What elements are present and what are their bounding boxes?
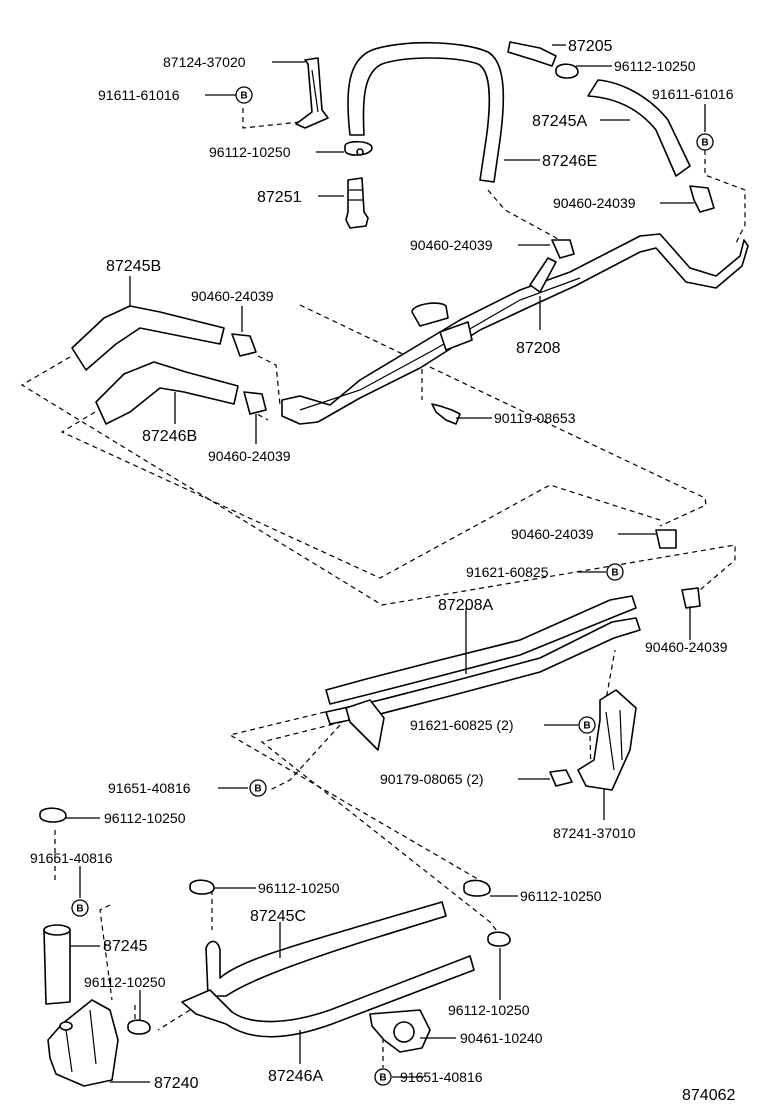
label-96112-10250: 96112-10250 (84, 974, 166, 990)
hose-87246E (347, 41, 505, 183)
diagram-reference-number: 874062 (682, 1087, 735, 1104)
badge-letter: B (240, 91, 247, 102)
badge-b: B (606, 563, 624, 581)
label-87205: 87205 (568, 38, 613, 55)
label-91621-60825-2: 91621-60825 (2) (410, 717, 514, 733)
hose-87245C (205, 901, 447, 997)
hose-87245 (43, 924, 71, 1005)
clamp-96112-g (487, 931, 511, 947)
label-96112-10250: 96112-10250 (258, 880, 340, 896)
clip-90460-d (243, 391, 267, 415)
pipe-87208A (325, 595, 637, 705)
label-87245B: 87245B (106, 258, 161, 275)
label-87251: 87251 (257, 189, 302, 206)
bracket-87240 (47, 999, 119, 1087)
label-91611-61016: 91611-61016 (652, 86, 734, 102)
label-87245A: 87245A (532, 113, 587, 130)
clamp-96112-e (463, 879, 491, 897)
clip-90460-a (689, 185, 715, 213)
label-96112-10250: 96112-10250 (104, 810, 186, 826)
label-90460-24039: 90460-24039 (410, 237, 493, 253)
badge-b: B (578, 716, 596, 734)
label-91651-40816: 91651-40816 (30, 850, 113, 866)
label-87241-37010: 87241-37010 (553, 825, 636, 841)
clip-90460-e (655, 529, 677, 549)
clamp-96112-c (39, 807, 67, 823)
clamp-96112-f (127, 1019, 151, 1035)
label-87246E: 87246E (542, 153, 597, 170)
clip-90460-c (231, 333, 257, 357)
label-91621-60825: 91621-60825 (466, 564, 549, 580)
label-90119-08653: 90119-08653 (494, 410, 576, 426)
label-87245: 87245 (103, 938, 148, 955)
label-87240: 87240 (154, 1075, 199, 1092)
bracket-87124 (295, 57, 329, 129)
label-90460-24039: 90460-24039 (553, 195, 636, 211)
label-96112-10250: 96112-10250 (520, 888, 602, 904)
hose-87245A (587, 79, 691, 177)
label-87208: 87208 (516, 340, 561, 357)
label-91651-40816: 91651-40816 (400, 1069, 483, 1085)
pipe-87208 (281, 233, 749, 425)
label-90460-24039: 90460-24039 (645, 639, 728, 655)
joint-87251 (345, 177, 369, 229)
label-87246B: 87246B (142, 428, 197, 445)
badge-letter: B (583, 721, 590, 732)
label-91611-61016: 91611-61016 (98, 87, 180, 103)
label-90460-24039: 90460-24039 (511, 526, 594, 542)
bracket-87241 (577, 689, 637, 791)
label-90179-08065-2: 90179-08065 (2) (380, 771, 484, 787)
assembly-dashed-lines (20, 108, 746, 1068)
label-96112-10250: 96112-10250 (614, 58, 696, 74)
hose-87245B (71, 305, 225, 371)
label-87124-37020: 87124-37020 (163, 54, 246, 70)
badge-b: B (235, 86, 253, 104)
badge-letter: B (254, 784, 261, 795)
badge-letter: B (611, 568, 618, 579)
clamp-96112-a (344, 140, 373, 156)
badge-b: B (249, 779, 267, 797)
label-87245C: 87245C (250, 908, 306, 925)
bolt-90119 (431, 403, 461, 425)
hose-87246B (95, 361, 239, 425)
badge-letter: B (76, 904, 83, 915)
leader-lines (66, 44, 706, 1083)
clip-90460-f (681, 587, 701, 609)
b-badges: B B B B B B B (71, 86, 714, 1086)
label-91651-40816: 91651-40816 (108, 780, 191, 796)
badge-letter: B (701, 138, 708, 149)
label-87208A: 87208A (438, 597, 493, 614)
label-96112-10250: 96112-10250 (209, 144, 291, 160)
clamp-96112-b (555, 63, 579, 79)
label-90461-10240: 90461-10240 (460, 1030, 543, 1046)
badge-b: B (71, 899, 89, 917)
clip-90460-b (551, 239, 575, 259)
hose-87246A (181, 955, 475, 1038)
clamp-96112-d (189, 879, 215, 895)
label-96112-10250: 96112-10250 (448, 1002, 530, 1018)
label-87246A: 87246A (268, 1068, 323, 1085)
label-90460-24039: 90460-24039 (191, 288, 274, 304)
joint-87205 (507, 41, 557, 67)
label-90460-24039: 90460-24039 (208, 448, 291, 464)
parts-artwork (39, 41, 749, 1087)
badge-b: B (374, 1068, 392, 1086)
bolt-90179 (549, 769, 573, 787)
badge-letter: B (379, 1073, 386, 1084)
badge-b: B (696, 133, 714, 151)
part-labels: 87124-37020 91611-61016 96112-10250 8725… (30, 38, 735, 1104)
